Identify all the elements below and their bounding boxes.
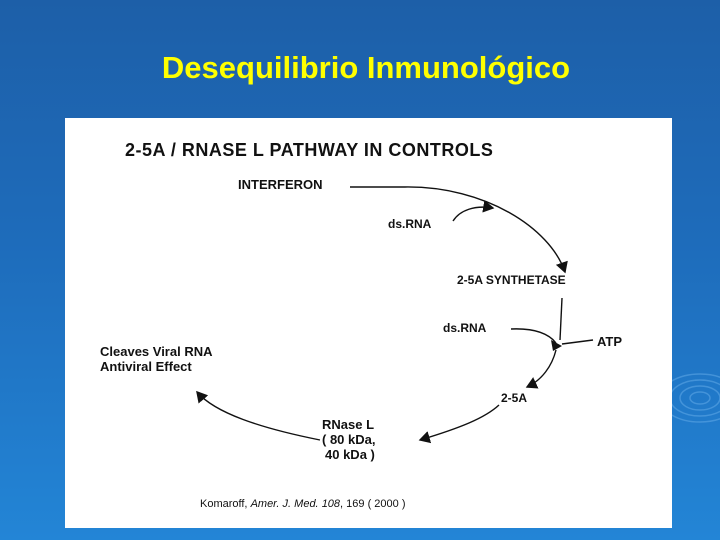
- citation-page: , 169: [340, 498, 365, 510]
- citation-author: Komaroff,: [200, 498, 248, 510]
- effect-line-2: Antiviral Effect: [100, 358, 192, 374]
- node-rnase-l: RNase L ( 80 kDa, 40 kDa ): [322, 417, 376, 463]
- atp-junction-marker: [551, 340, 562, 351]
- rnase-line-1: RNase L: [322, 417, 375, 432]
- pathway-diagram: 2-5A / RNASE L PATHWAY IN CONTROLS INTER…: [65, 118, 672, 528]
- arrow-rnase-to-effect: [196, 390, 321, 441]
- citation-journal: Amer. J. Med.: [250, 498, 319, 510]
- citation-volume: 108: [321, 498, 341, 510]
- atp-connector: [561, 339, 594, 345]
- rnase-line-2: ( 80 kDa,: [322, 431, 376, 447]
- synthetase-descender: [559, 297, 563, 341]
- citation-year: ( 2000 ): [367, 498, 406, 510]
- node-atp: ATP: [597, 334, 623, 349]
- node-antiviral-effect: Cleaves Viral RNA Antiviral Effect: [100, 344, 213, 375]
- node-dsrna-first: ds.RNA: [388, 217, 432, 231]
- node-synthetase: 2-5A SYNTHETASE: [457, 273, 566, 287]
- slide-title: Desequilibrio Inmunológico: [161, 50, 571, 85]
- pathway-heading: 2-5A / RNASE L PATHWAY IN CONTROLS: [125, 140, 494, 160]
- node-dsrna-second: ds.RNA: [443, 321, 487, 335]
- arrow-interferon-to-synthetase: [404, 186, 568, 274]
- arrow-to-25a: [525, 349, 557, 389]
- pathway-arrows: [196, 186, 594, 444]
- arrow-25a-to-rnase: [418, 404, 500, 444]
- citation: Komaroff, Amer. J. Med. 108, 169 ( 2000 …: [200, 498, 406, 510]
- arrow-dsrna-curve: [452, 200, 495, 222]
- dsrna-connector: [510, 328, 557, 344]
- node-interferon: INTERFERON: [238, 177, 323, 192]
- node-2-5a: 2-5A: [501, 391, 528, 405]
- effect-line-1: Cleaves Viral RNA: [100, 344, 213, 359]
- rnase-line-3: 40 kDa ): [325, 446, 375, 462]
